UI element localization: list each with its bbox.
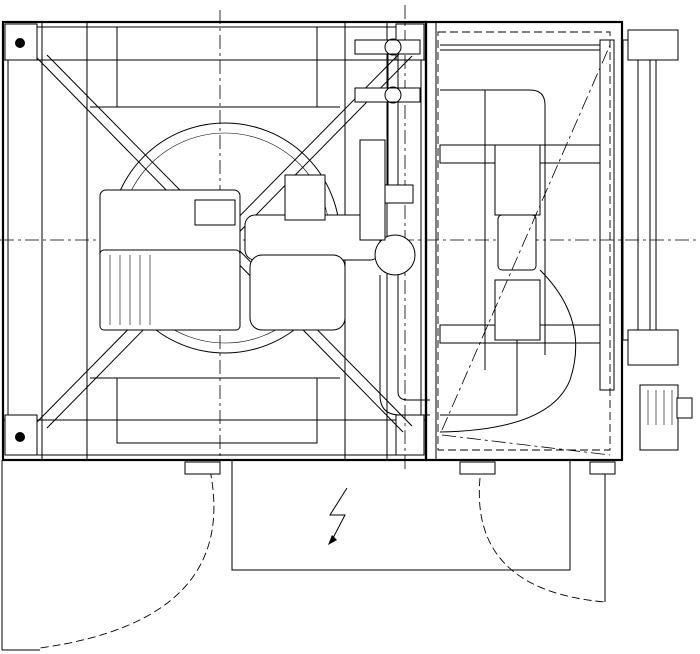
electrical-cabinet [424, 20, 624, 462]
pump-unit [99, 122, 416, 354]
terminal-box [231, 459, 571, 571]
drive-assembly [621, 29, 693, 460]
door-swings [1, 460, 616, 651]
high-voltage-symbol [329, 487, 348, 541]
pipework [354, 38, 430, 416]
